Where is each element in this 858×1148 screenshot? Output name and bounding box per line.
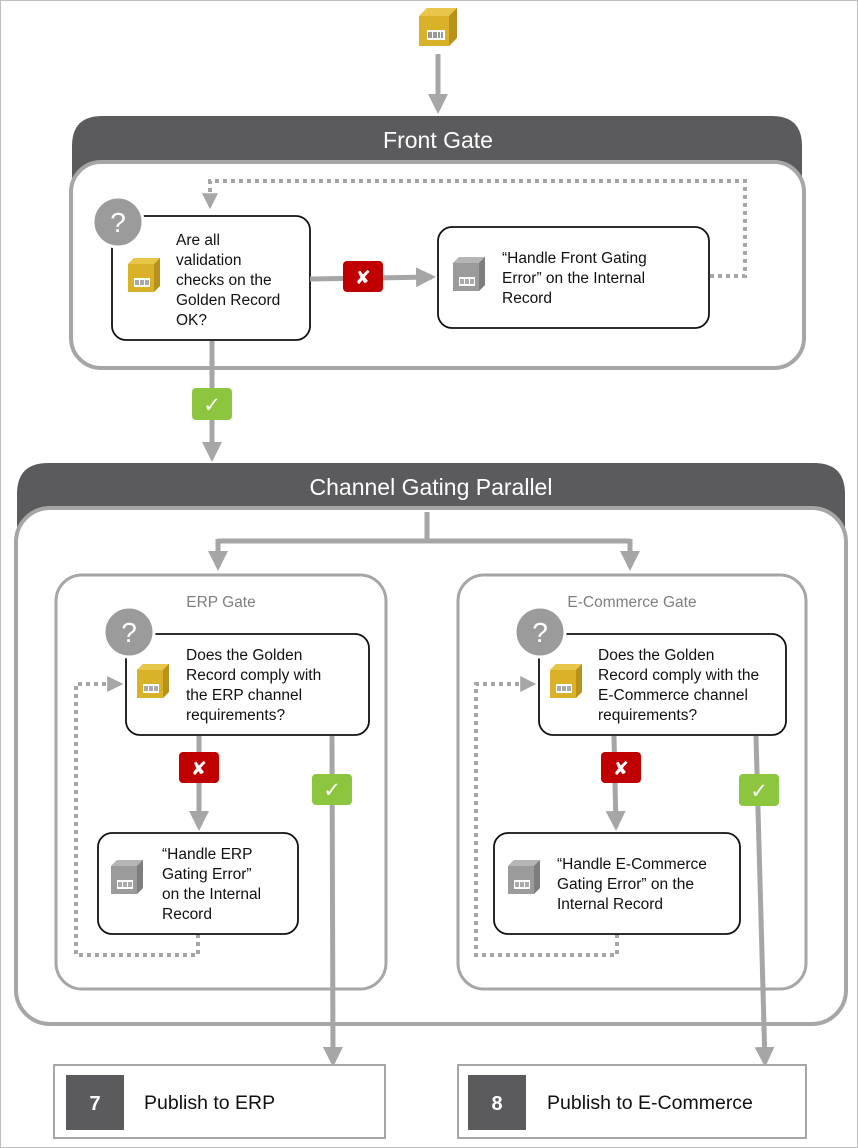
erp-gate-golden-record-icon — [137, 664, 169, 698]
ecommerce-gate-title: E-Commerce Gate — [567, 594, 696, 611]
erp-gate-question-text: Does the Golden Record comply with the E… — [186, 647, 326, 724]
erp-err-line: Gating Error” — [162, 866, 252, 883]
ecommerce-gate-fail-icon: ✘ — [601, 752, 641, 783]
publish-ecommerce-box: 8 Publish to E-Commerce — [457, 1064, 807, 1139]
ecommerce-gate-internal-record-icon — [508, 860, 540, 894]
svg-text:✓: ✓ — [750, 779, 768, 803]
ecommerce-gate-question-box — [538, 633, 787, 736]
parallel-split-connector — [218, 512, 630, 544]
publish-ecommerce-number-badge — [468, 1075, 526, 1130]
ec-err-line: Gating Error” on the — [557, 876, 694, 893]
erp-q-line: requirements? — [186, 707, 285, 724]
front-gate-question-text: Are all validation checks on the Golden … — [176, 232, 285, 329]
fg-q-line: checks on the — [176, 272, 272, 289]
ecommerce-gate-pass-icon: ✓ — [739, 774, 779, 806]
publish-erp-number-badge — [66, 1075, 124, 1130]
erp-err-line: Record — [162, 906, 212, 923]
publish-ecommerce-number: 8 — [491, 1093, 502, 1115]
erp-gate-error-text: “Handle ERP Gating Error” on the Interna… — [162, 846, 265, 923]
ecommerce-gate-golden-record-icon — [550, 664, 582, 698]
front-gate-fail-icon: ✘ — [343, 261, 383, 292]
publish-ecommerce-label: Publish to E-Commerce — [547, 1092, 753, 1114]
svg-text:?: ? — [110, 207, 126, 238]
ecommerce-gate-error-task — [493, 832, 741, 935]
front-gate-title: Front Gate — [383, 127, 493, 153]
erp-gate-pass-icon: ✓ — [312, 774, 352, 805]
ec-err-line: “Handle E-Commerce — [557, 856, 707, 873]
ecommerce-gate-question-icon: ? — [513, 605, 567, 659]
ec-q-line: Does the Golden — [598, 647, 714, 664]
erp-q-line: the ERP channel — [186, 687, 302, 704]
fg-err-line: “Handle Front Gating — [502, 250, 647, 267]
erp-err-line: “Handle ERP — [162, 846, 252, 863]
fg-err-line: Record — [502, 290, 552, 307]
svg-text:✘: ✘ — [355, 267, 371, 289]
publish-erp-box: 7 Publish to ERP — [53, 1064, 386, 1139]
ec-q-line: E-Commerce channel — [598, 687, 748, 704]
entry-golden-record-icon — [419, 8, 457, 46]
ec-q-line: Record comply with the — [598, 667, 759, 684]
front-gate-retry-loop — [202, 179, 747, 278]
fg-q-line: validation — [176, 252, 242, 269]
fg-q-line: Golden Record — [176, 292, 280, 309]
channel-gating-title: Channel Gating Parallel — [310, 474, 553, 500]
erp-gate-fail-icon: ✘ — [179, 752, 219, 783]
front-gate-error-text: “Handle Front Gating Error” on the Inter… — [502, 250, 651, 307]
publish-erp-label: Publish to ERP — [144, 1092, 275, 1114]
ec-q-line: requirements? — [598, 707, 697, 724]
ecommerce-gate-question-text: Does the Golden Record comply with the E… — [598, 647, 763, 724]
svg-text:✓: ✓ — [323, 778, 341, 802]
ec-err-line: Internal Record — [557, 896, 663, 913]
erp-gate-question-icon: ? — [102, 605, 156, 659]
front-gate-internal-record-icon — [453, 257, 485, 291]
erp-gate-error-task — [97, 832, 299, 935]
fg-q-line: Are all — [176, 232, 220, 249]
erp-q-line: Record comply with — [186, 667, 321, 684]
svg-text:?: ? — [121, 617, 137, 648]
ecommerce-gate-error-text: “Handle E-Commerce Gating Error” on the … — [557, 856, 711, 913]
front-gate-golden-record-icon — [128, 258, 160, 292]
svg-text:✘: ✘ — [191, 758, 207, 780]
svg-text:?: ? — [532, 617, 548, 648]
svg-text:✘: ✘ — [613, 758, 629, 780]
erp-q-line: Does the Golden — [186, 647, 302, 664]
svg-text:✓: ✓ — [203, 393, 221, 417]
front-gate-question-icon: ? — [91, 195, 145, 249]
front-gate-error-task — [437, 226, 710, 329]
front-gate-pass-icon: ✓ — [192, 388, 232, 420]
erp-gate-question-box — [125, 633, 370, 736]
fg-q-line: OK? — [176, 312, 207, 329]
erp-gate-internal-record-icon — [111, 860, 143, 894]
erp-gate-title: ERP Gate — [186, 594, 256, 611]
erp-err-line: on the Internal — [162, 886, 261, 903]
fg-err-line: Error” on the Internal — [502, 270, 645, 287]
ecommerce-gate-retry-loop — [474, 676, 619, 957]
publish-erp-number: 7 — [89, 1093, 100, 1115]
